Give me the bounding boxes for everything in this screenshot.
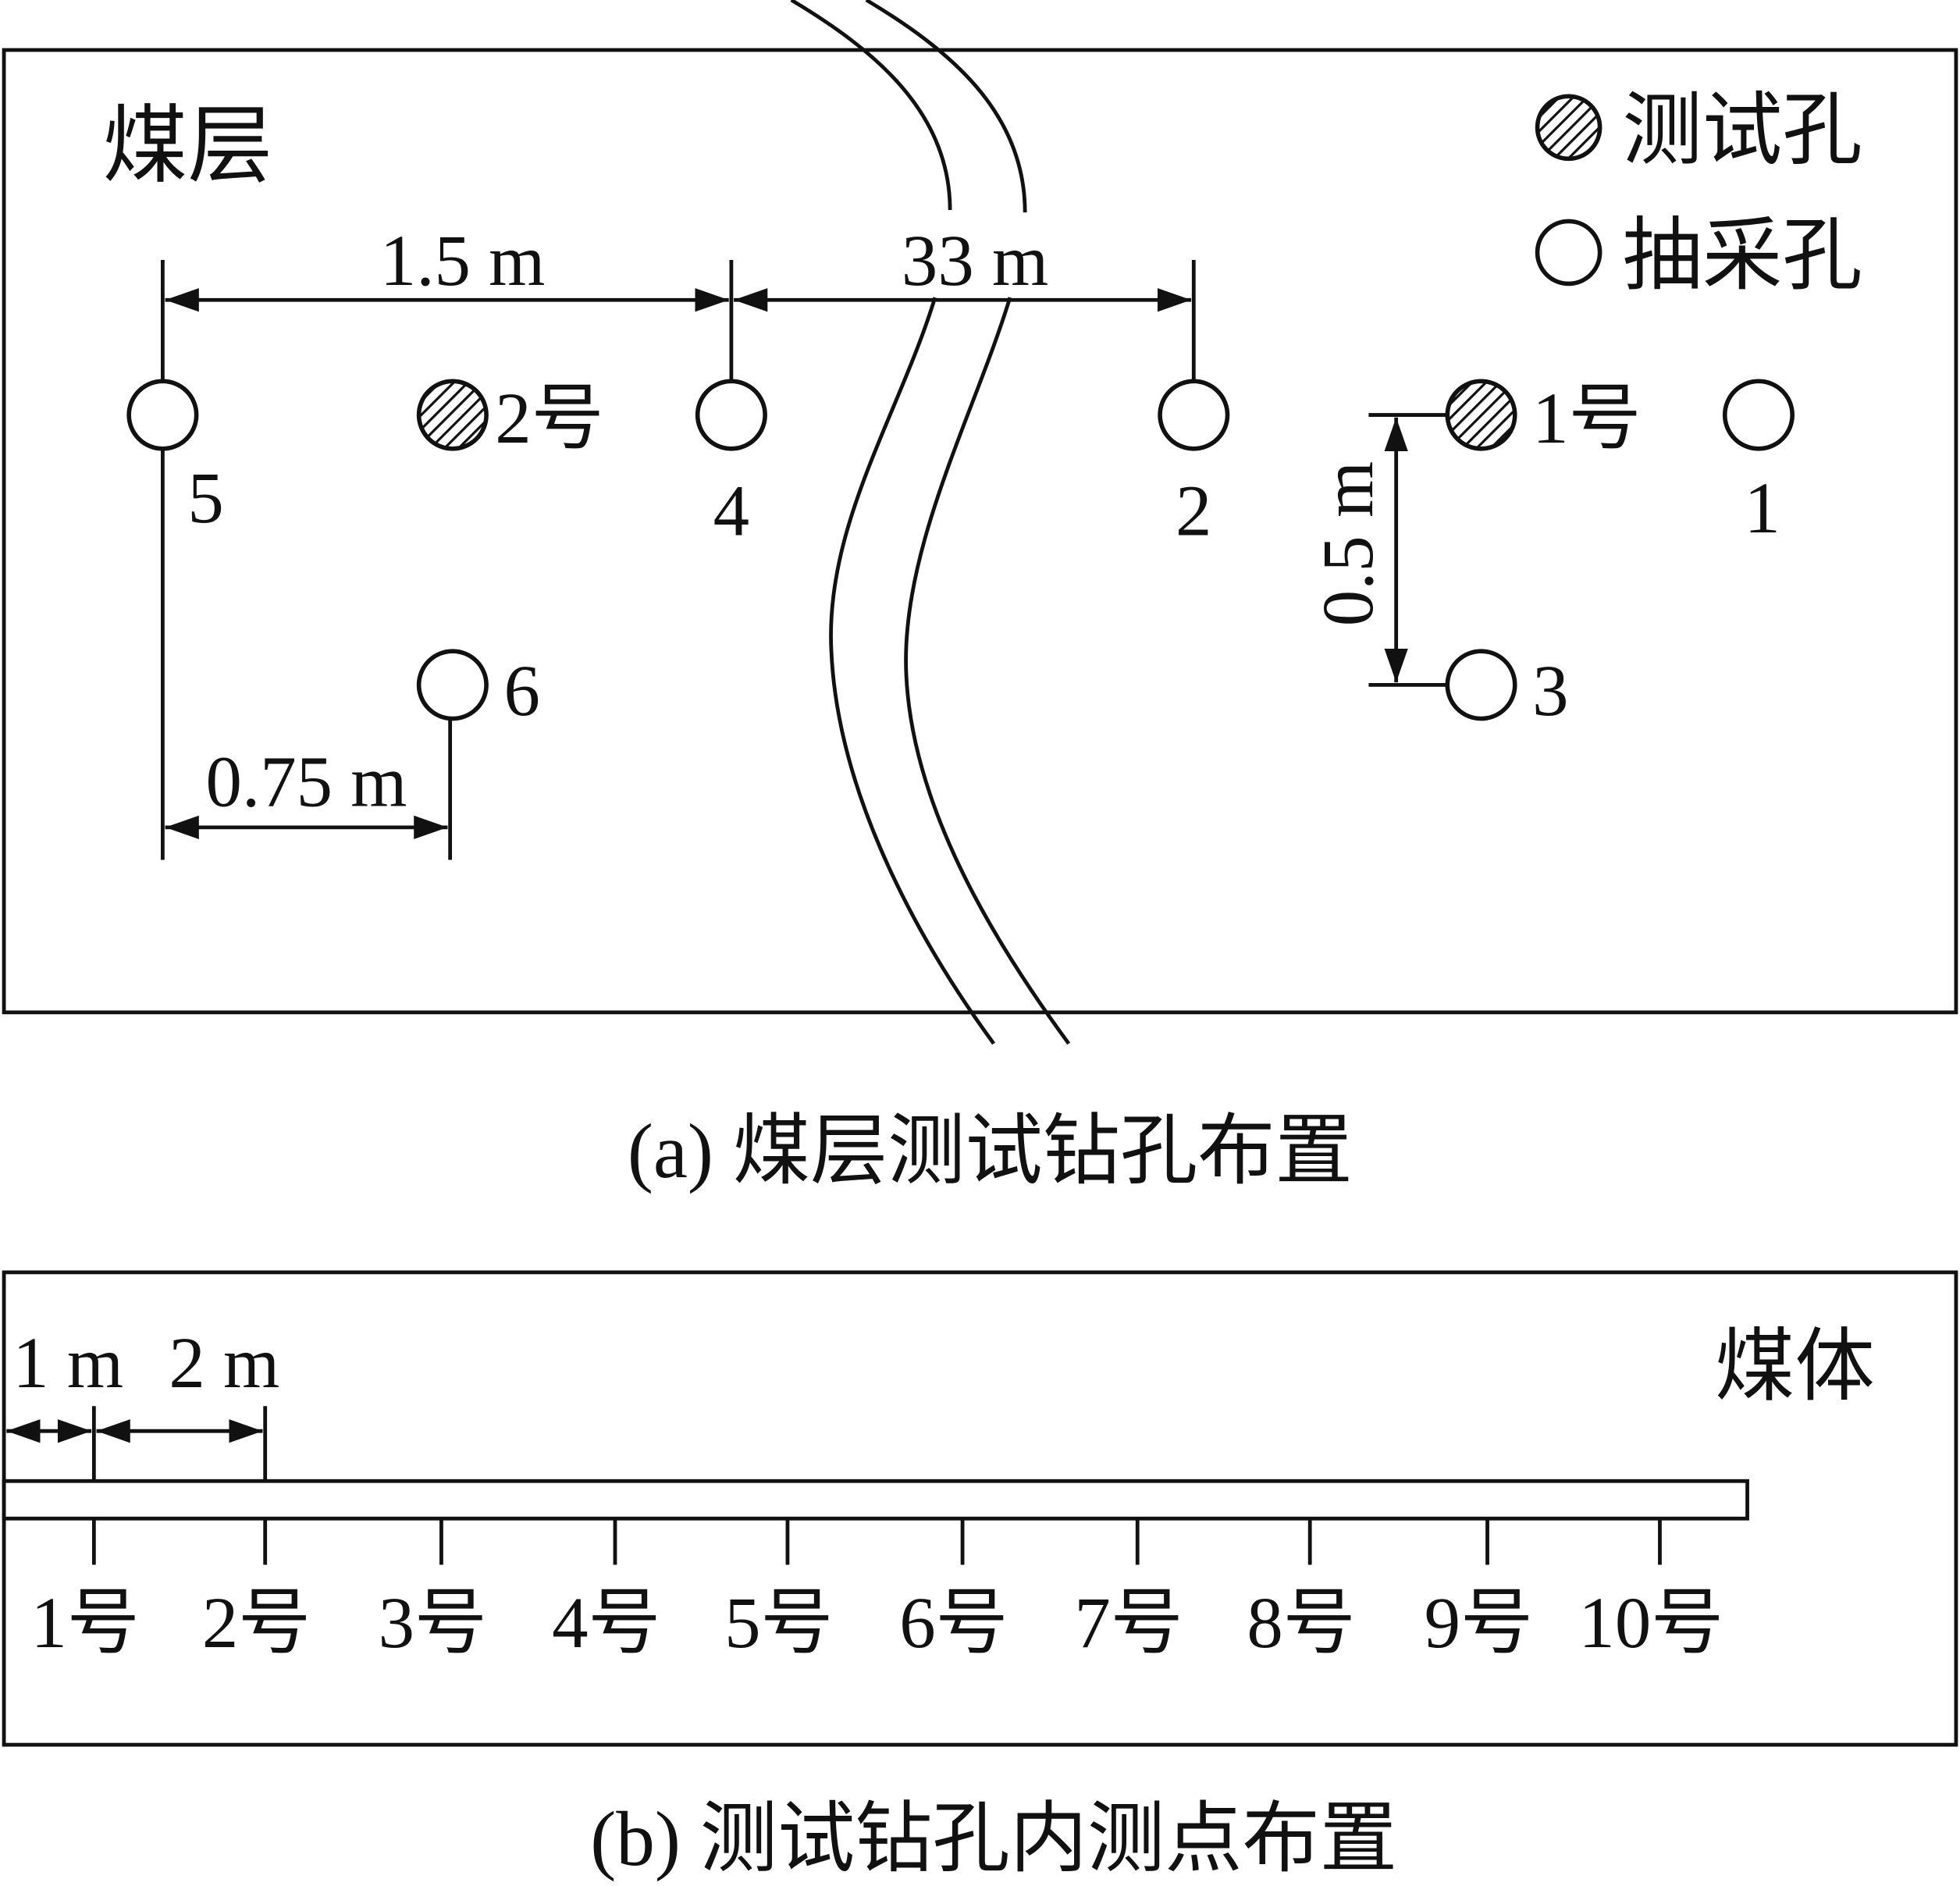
coal-seam-frame (2, 48, 1958, 1015)
roadway-left-edge-lower (829, 297, 996, 1045)
extraction-hole-3 (1445, 649, 1517, 721)
test-hole-1 (1445, 379, 1517, 451)
measure-point-label: 1号 (30, 1583, 139, 1664)
extraction-hole-2 (1158, 379, 1230, 451)
measure-point-label: 2号 (202, 1583, 311, 1664)
dim-label-2m: 2 m (169, 1323, 279, 1404)
extraction-hole-4 (695, 379, 767, 451)
caption-a: (a) 煤层测试钻孔布置 (628, 1109, 1353, 1194)
hole-label-1: 1 (1745, 468, 1780, 549)
test-hole-legend-icon (1535, 94, 1603, 162)
hole-label-3: 3 (1532, 651, 1568, 731)
hole-label-5: 5 (187, 458, 223, 539)
test-hole-2 (416, 379, 489, 451)
hole-label-test-2: 2号 (495, 379, 603, 459)
coal-body-frame (2, 1270, 1958, 1747)
dim-label-0-75m: 0.75 m (206, 742, 407, 823)
roadway-right-edge (865, 0, 1027, 213)
extraction-hole-legend-icon (1535, 219, 1603, 286)
dim-label-0-5m: 0.5 m (1308, 461, 1389, 627)
roadway-right-edge-lower (904, 297, 1071, 1045)
legend-extraction-hole: 抽采孔 (1622, 212, 1862, 301)
caption-b: (b) 测试钻孔内测点布置 (590, 1797, 1397, 1882)
hole-label-test-1: 1号 (1532, 379, 1641, 459)
hole-label-4: 4 (713, 471, 749, 551)
measure-point-label: 4号 (552, 1583, 660, 1664)
measure-point-label: 8号 (1247, 1583, 1355, 1664)
dim-label-33m: 33 m (902, 221, 1048, 301)
measure-points: 1号 2号 3号 4号 5号 6号 7号 8号 9号 10号 (30, 1518, 1723, 1664)
dim-label-1m: 1 m (12, 1323, 123, 1404)
measure-point-label: 10号 (1578, 1583, 1723, 1664)
hole-label-6: 6 (503, 651, 539, 731)
measure-point-label: 9号 (1425, 1583, 1533, 1664)
extraction-hole-1 (1722, 379, 1795, 451)
extraction-hole-5 (126, 379, 199, 451)
measure-point-label: 7号 (1074, 1583, 1183, 1664)
extraction-hole-6 (416, 649, 489, 721)
measure-point-label: 3号 (379, 1583, 487, 1664)
roadway-left-edge (790, 0, 952, 210)
measure-point-label: 5号 (724, 1583, 833, 1664)
panel-a: 煤层 测试孔 抽采孔 1.5 m 33 m 5 2号 4 2 1号 1 6 3 (2, 0, 1958, 1194)
test-borehole (2, 1479, 1749, 1521)
measure-point-label: 6号 (899, 1583, 1008, 1664)
dim-label-1-5m: 1.5 m (380, 221, 546, 301)
legend-test-hole: 测试孔 (1622, 87, 1862, 176)
coal-body-label: 煤体 (1715, 1323, 1875, 1411)
hole-label-2: 2 (1176, 471, 1211, 551)
panel-b: 煤体 1 m 2 m 1号 2号 3号 4号 5号 6号 7号 8号 9号 10号 (b) 测试钻… (2, 1270, 1958, 1882)
coal-seam-label: 煤层 (103, 99, 273, 194)
